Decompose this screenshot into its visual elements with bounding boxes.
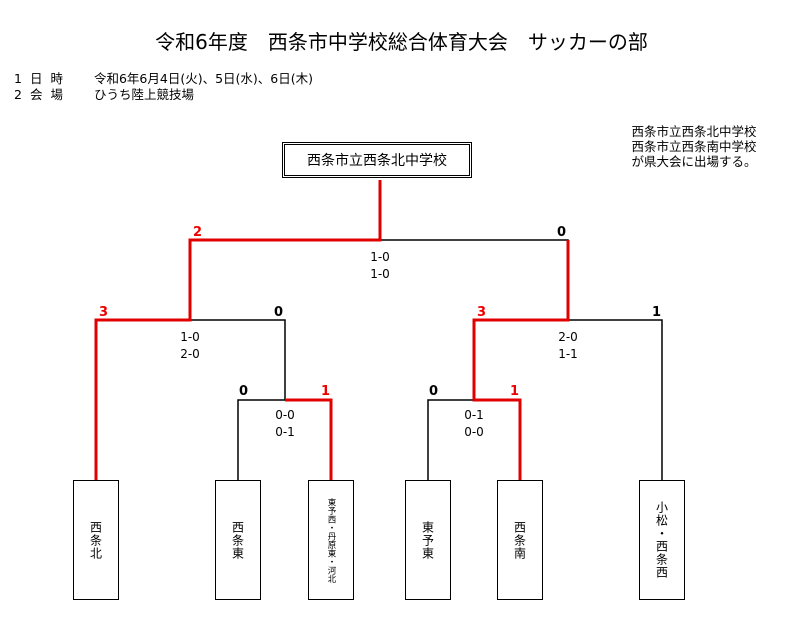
info-row-date: 1 日 時 令和6年6月4日(火)、5日(水)、6日(木) xyxy=(14,71,313,87)
score-r1-right-left: 0 xyxy=(429,384,439,399)
sf-left-result: 1-0 2-0 xyxy=(170,329,210,363)
score-sf-right-left: 3 xyxy=(477,305,487,320)
info-value: 令和6年6月4日(火)、5日(水)、6日(木) xyxy=(93,71,313,86)
team-box-toyo-higashi: 東予東 xyxy=(405,480,451,600)
half-score: 0-1 xyxy=(275,425,295,439)
half-score: 2-0 xyxy=(180,347,200,361)
r1-right-left-line xyxy=(427,399,474,480)
info-label: 会 場 xyxy=(29,87,65,102)
score-r1-left-left: 0 xyxy=(239,384,249,399)
half-score: 1-0 xyxy=(370,267,390,281)
score-sf-left-right: 0 xyxy=(274,305,284,320)
r1-left-left-line xyxy=(237,399,285,480)
half-score: 0-0 xyxy=(464,425,484,439)
score-sf-right-right: 1 xyxy=(652,305,662,320)
final-result: 1-0 1-0 xyxy=(360,249,400,283)
team-box-saijo-higashi: 西条東 xyxy=(215,480,261,600)
team-box-saijo-minami: 西条南 xyxy=(497,480,543,600)
team-name: 西条南 xyxy=(512,520,527,560)
bracket-red-lines xyxy=(94,180,570,480)
qualification-note: 西条市立西条北中学校 西条市立西条南中学校 が県大会に出場する。 xyxy=(599,124,789,169)
winner-path-right xyxy=(472,240,570,480)
half-score: 0-1 xyxy=(464,408,484,422)
team-name: 東予西・丹原東・河北 xyxy=(326,497,336,583)
team-name: 東予東 xyxy=(420,520,435,560)
r1-left-winner-line xyxy=(285,398,333,480)
note-line: が県大会に出場する。 xyxy=(631,154,757,169)
sf-right-right-line xyxy=(568,319,663,480)
note-line: 西条市立西条北中学校 xyxy=(631,124,757,139)
r1-left-result: 0-0 0-1 xyxy=(265,407,305,441)
score-sf-left-left: 3 xyxy=(99,305,109,320)
team-name: 小松・西条西 xyxy=(654,501,669,579)
page-title: 令和6年度 西条市中学校総合体育大会 サッカーの部 xyxy=(155,30,648,54)
info-row-venue: 2 会 場 ひうち陸上競技場 xyxy=(14,87,313,103)
score-final-left: 2 xyxy=(193,225,203,240)
team-name: 西条東 xyxy=(230,520,245,560)
info-num: 1 xyxy=(14,71,22,86)
half-score: 2-0 xyxy=(558,330,578,344)
info-label: 日 時 xyxy=(29,71,65,86)
half-score: 1-0 xyxy=(180,330,200,344)
info-value: ひうち陸上競技場 xyxy=(93,87,194,102)
sf-right-result: 2-0 1-1 xyxy=(548,329,588,363)
winner-path-left xyxy=(94,180,382,480)
score-final-right: 0 xyxy=(557,225,567,240)
half-score: 1-1 xyxy=(558,347,578,361)
note-line: 西条市立西条南中学校 xyxy=(631,139,757,154)
final-right-line xyxy=(380,239,569,320)
half-score: 1-0 xyxy=(370,250,390,264)
event-info: 1 日 時 令和6年6月4日(火)、5日(水)、6日(木) 2 会 場 ひうち陸… xyxy=(14,71,313,103)
team-box-nishijo-kita: 西条北 xyxy=(73,480,119,600)
info-num: 2 xyxy=(14,87,22,102)
team-name: 西条北 xyxy=(88,520,103,560)
champion-box: 西条市立西条北中学校 xyxy=(282,142,472,178)
team-box-komatsu-joint: 小松・西条西 xyxy=(639,480,685,600)
score-r1-left-right: 1 xyxy=(321,384,331,399)
team-box-toyo-nishi-joint: 東予西・丹原東・河北 xyxy=(308,480,354,600)
r1-right-result: 0-1 0-0 xyxy=(454,407,494,441)
half-score: 0-0 xyxy=(275,408,295,422)
sf-left-right-line xyxy=(190,319,286,400)
bracket-black-lines xyxy=(190,239,663,480)
score-r1-right-right: 1 xyxy=(510,384,520,399)
